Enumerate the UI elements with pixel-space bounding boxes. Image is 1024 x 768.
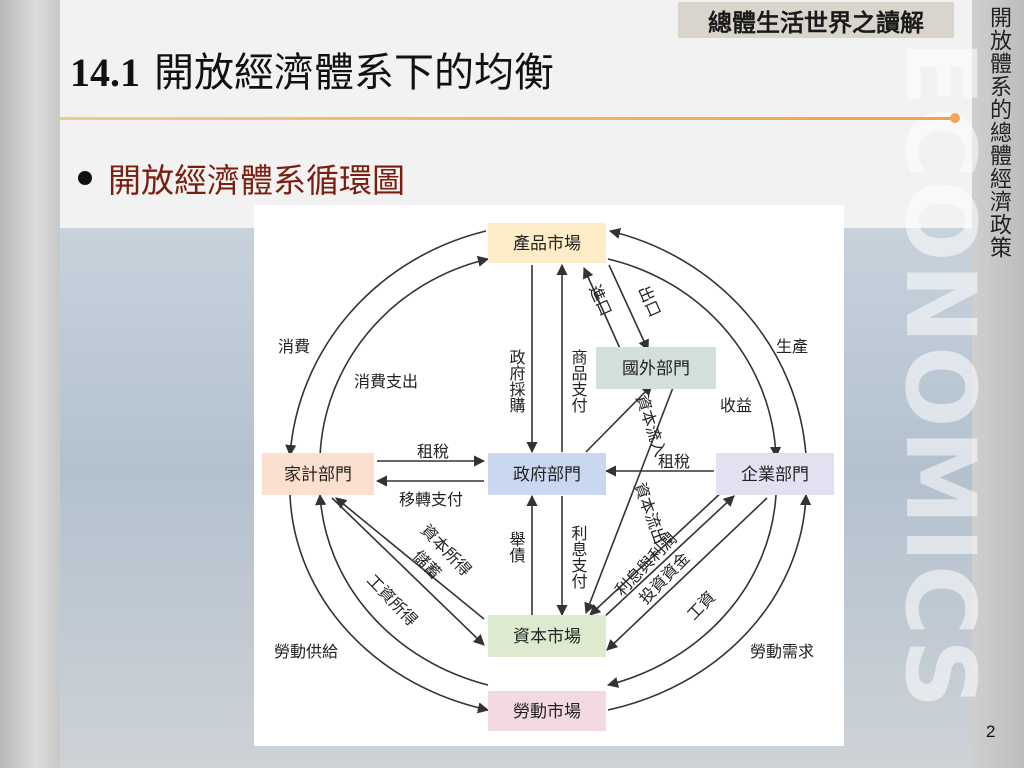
arc-labor-demand-inner [606, 494, 777, 688]
node-household: 家計部門 [262, 453, 374, 495]
slide-title: 14.1 開放經濟體系下的均衡 [70, 40, 554, 98]
label-consumption: 消費 [278, 337, 310, 356]
label-goods-payment: 商品支付 [569, 349, 588, 414]
section-number: 14.1 [70, 50, 140, 95]
label-transfer-payment: 移轉支付 [399, 490, 463, 509]
node-product-market: 產品市場 [488, 223, 606, 263]
node-box [488, 223, 606, 263]
label-gov-purchase: 政府採購 [507, 349, 526, 413]
node-box [488, 691, 606, 731]
label-wage-income: 工資所得 [363, 571, 421, 630]
label-production: 生產 [776, 337, 808, 356]
node-box [262, 453, 374, 495]
node-labor-market: 勞動市場 [488, 691, 606, 731]
node-firm: 企業部門 [716, 453, 834, 495]
label-capital-inflow: 資本流入 [632, 392, 670, 459]
label-interest-payment: 利息支付 [569, 525, 588, 590]
vertical-chapter-title: 開放體系的總體經濟政策 [986, 6, 1011, 259]
diagram-canvas: 產品市場 國外部門 家計部門 政府部門 企業部門 資本市場 勞動市場 消費 [262, 223, 834, 731]
watermark-text: ECONOMICS [884, 40, 996, 711]
arrow-exports [608, 264, 649, 352]
bullet-text: 開放經濟體系循環圖 [108, 161, 405, 200]
arrow-capital-outflow [584, 384, 675, 615]
brand-banner: 總體生活世界之讀解 [678, 2, 954, 38]
arc-production [608, 227, 807, 456]
circular-flow-diagram: 產品市場 國外部門 家計部門 政府部門 企業部門 資本市場 勞動市場 消費 [254, 205, 844, 746]
arc-consumption [285, 230, 487, 457]
background-right-strip [972, 0, 1024, 768]
node-label: 資本市場 [513, 627, 581, 647]
node-label: 企業部門 [741, 465, 809, 485]
node-box [488, 453, 606, 495]
label-wages: 工資 [683, 588, 719, 624]
arc-labor-demand [607, 493, 812, 711]
label-consumption-spending: 消費支出 [354, 372, 418, 391]
arrow-wages [606, 497, 768, 651]
slide-title-text: 開放經濟體系下的均衡 [154, 50, 554, 96]
label-revenue: 收益 [720, 396, 752, 415]
label-borrowing: 舉債 [507, 531, 526, 563]
label-labor-supply: 勞動供給 [274, 642, 338, 661]
bullet-item: 開放經濟體系循環圖 [78, 154, 405, 202]
arc-labor-supply [289, 494, 490, 714]
arrow-wage-income [331, 497, 485, 646]
title-underline [60, 117, 955, 120]
node-label: 家計部門 [284, 465, 352, 485]
arc-labor-supply-inner [315, 493, 489, 686]
arrow-capital-inflow [585, 384, 653, 453]
arc-revenue [607, 258, 782, 459]
label-tax-firm: 租稅 [658, 452, 690, 471]
arrow-interest-profit [589, 489, 725, 616]
node-label: 產品市場 [513, 234, 581, 254]
node-box [716, 453, 834, 495]
inner-flow-arrows [331, 263, 768, 651]
arc-consumption-spending [319, 255, 490, 458]
node-government: 政府部門 [488, 453, 606, 495]
label-tax-household: 租稅 [417, 442, 449, 461]
arrow-investment-funds [601, 495, 735, 620]
node-box [488, 615, 606, 657]
background-left-strip [0, 0, 60, 768]
label-exports: 出口 [634, 283, 664, 320]
arrow-imports [583, 266, 623, 354]
label-imports: 進口 [585, 282, 615, 319]
bullet-icon [78, 171, 92, 185]
node-capital-market: 資本市場 [488, 615, 606, 657]
page-number: 2 [986, 722, 996, 741]
node-label: 勞動市場 [513, 702, 581, 722]
arrow-capital-income [335, 497, 485, 620]
node-box [596, 347, 716, 389]
label-labor-demand: 勞動需求 [750, 642, 814, 661]
node-label: 政府部門 [513, 465, 581, 485]
outer-flow-arcs [285, 227, 812, 714]
underline-dot [950, 113, 960, 123]
node-label: 國外部門 [622, 359, 690, 379]
node-foreign-sector: 國外部門 [596, 347, 716, 389]
